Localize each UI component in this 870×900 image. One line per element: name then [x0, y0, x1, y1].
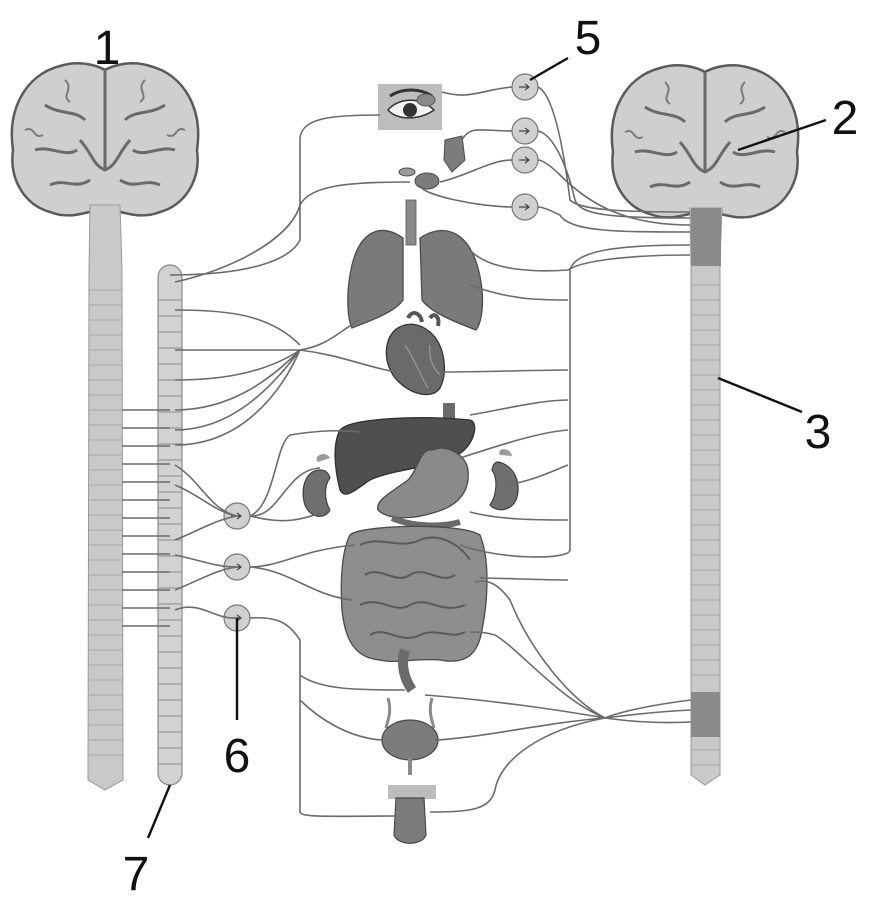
right-spinal-cord: [689, 207, 723, 786]
left-brain: [10, 61, 200, 217]
bladder: [381, 697, 439, 775]
label-1: 1: [94, 22, 121, 75]
parasympathetic-nerve-pathways: [419, 86, 692, 813]
left-spinal-cord: [87, 204, 124, 791]
salivary-glands: [398, 135, 466, 190]
cranial-ganglion-c: [511, 193, 539, 221]
svg-text:6: 6: [224, 730, 251, 783]
svg-text:7: 7: [123, 848, 150, 900]
sympathetic-nerve-pathways: [122, 114, 411, 818]
kidneys: [302, 449, 519, 517]
svg-text:1: 1: [94, 22, 121, 75]
heart: [385, 311, 445, 396]
cranial-ganglion-a: [511, 117, 539, 145]
right-brain: [610, 63, 800, 219]
eye: [378, 84, 442, 130]
label-5: 5: [529, 12, 602, 82]
label-7: 7: [123, 784, 172, 900]
lungs: [347, 199, 484, 331]
label-2: 2: [737, 92, 859, 152]
intestines: [340, 525, 488, 693]
sympathetic-trunk: [157, 264, 183, 786]
svg-text:3: 3: [805, 406, 832, 459]
svg-text:2: 2: [832, 92, 859, 145]
cranial-ganglion-b: [511, 146, 539, 174]
label-3: 3: [717, 376, 832, 459]
svg-text:5: 5: [575, 12, 602, 65]
genital-organ: [388, 785, 436, 844]
label-6: 6: [224, 618, 251, 783]
stomach: [377, 447, 469, 529]
